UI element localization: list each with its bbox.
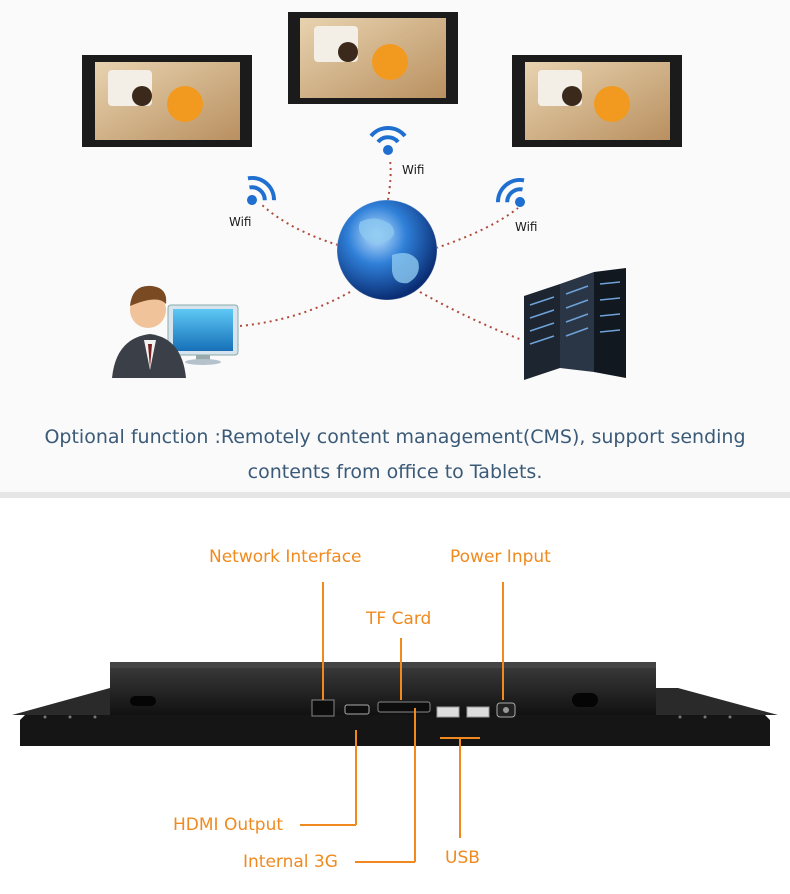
connection-line-user — [239, 291, 351, 327]
wifi-label-left: Wifi — [229, 215, 252, 229]
connection-line-server — [419, 291, 523, 341]
tf-card-slot — [377, 701, 431, 713]
connection-line-left — [261, 204, 339, 246]
caption-line-1: Optional function :Remotely content mana… — [44, 426, 746, 448]
connection-line-top — [387, 159, 392, 201]
usb-port-2 — [466, 706, 490, 718]
caption-line-2: contents from office to Tablets. — [247, 461, 543, 483]
network-diagram — [82, 12, 682, 380]
hdmi-output-label: HDMI Output — [173, 815, 284, 835]
globe-icon — [336, 199, 438, 301]
user-computer-icon — [112, 285, 239, 378]
tablet-center — [288, 12, 458, 104]
tablet-left — [82, 55, 252, 147]
section-divider — [0, 492, 790, 498]
callout-lines — [300, 582, 504, 863]
wifi-icon — [369, 125, 407, 155]
connection-line-right — [435, 207, 519, 249]
wifi-icon — [495, 177, 525, 207]
wifi-label-right: Wifi — [515, 220, 538, 234]
device-body — [12, 662, 778, 746]
tablet-right — [512, 55, 682, 147]
network-interface-label: Network Interface — [209, 547, 362, 567]
tf-card-label: TF Card — [366, 609, 432, 629]
ports-diagram — [12, 582, 778, 863]
internal-3g-label: Internal 3G — [243, 852, 338, 872]
connection-lines — [239, 159, 523, 341]
power-input-label: Power Input — [450, 547, 551, 567]
wifi-label-top: Wifi — [402, 163, 425, 177]
network-port — [311, 699, 335, 717]
server-rack-icon — [524, 268, 626, 380]
usb-label: USB — [445, 848, 480, 868]
hdmi-port — [344, 704, 370, 715]
wifi-icon — [247, 175, 277, 205]
usb-port-1 — [436, 706, 460, 718]
